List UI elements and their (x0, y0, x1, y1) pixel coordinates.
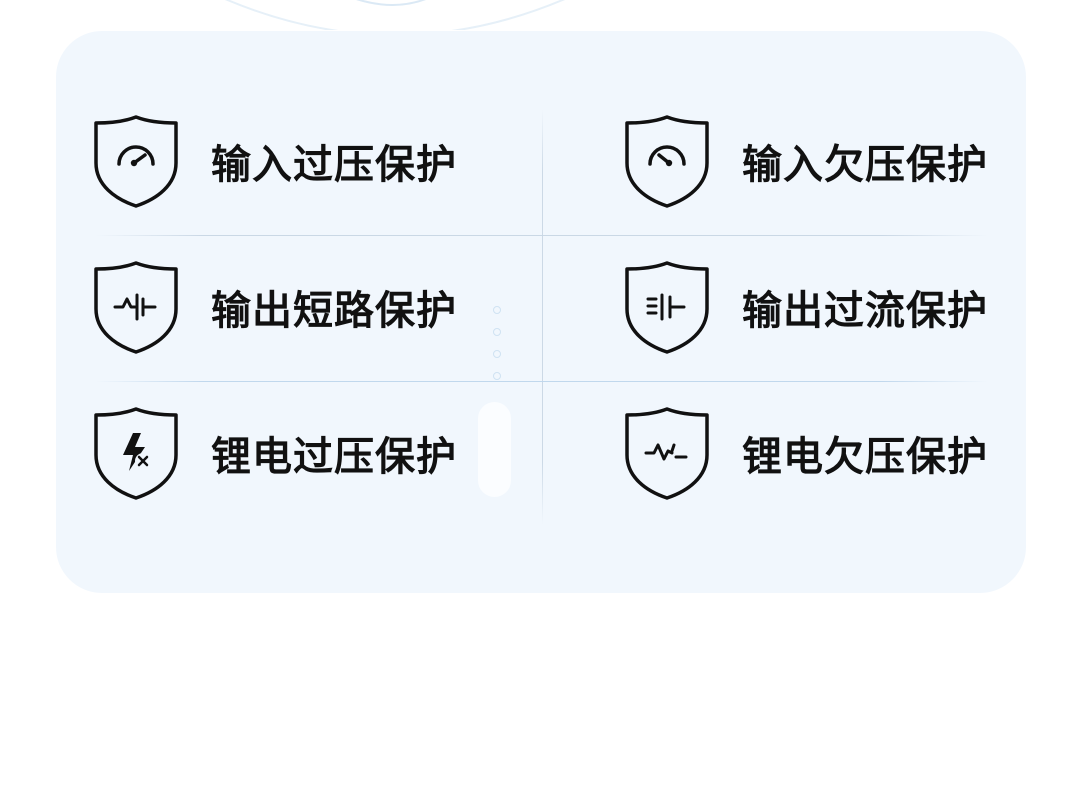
battery-undervoltage-icon (625, 407, 709, 500)
feature-input-overvoltage: 输入过压保护 (93, 111, 457, 211)
overcurrent-icon (625, 261, 709, 354)
feature-label: 输入欠压保护 (742, 142, 988, 188)
feature-label: 输出短路保护 (211, 288, 457, 334)
feature-battery-overvoltage: 锂电过压保护 (93, 403, 457, 503)
protection-features-card: 输入过压保护 输入欠压保护 输出短路保护 (56, 31, 1026, 593)
scroll-dot (493, 372, 501, 380)
gauge-high-icon (94, 115, 178, 208)
feature-input-undervoltage: 输入欠压保护 (624, 111, 988, 211)
column-divider (542, 109, 543, 525)
row-divider (96, 381, 988, 382)
scroll-dot (493, 350, 501, 358)
feature-label: 锂电欠压保护 (742, 434, 988, 480)
short-circuit-icon (94, 261, 178, 354)
gauge-low-icon (625, 115, 709, 208)
decorative-arc (225, 0, 565, 30)
feature-label: 锂电过压保护 (211, 434, 457, 480)
scroll-thumb[interactable] (478, 402, 511, 497)
scroll-dot (493, 328, 501, 336)
feature-output-overcurrent: 输出过流保护 (624, 257, 988, 357)
feature-label: 输出过流保护 (742, 288, 988, 334)
scroll-indicator (493, 306, 505, 394)
row-divider (96, 235, 988, 236)
scroll-dot (493, 306, 501, 314)
feature-output-short-circuit: 输出短路保护 (93, 257, 457, 357)
battery-overvoltage-icon (94, 407, 178, 500)
feature-battery-undervoltage: 锂电欠压保护 (624, 403, 988, 503)
feature-label: 输入过压保护 (211, 142, 457, 188)
